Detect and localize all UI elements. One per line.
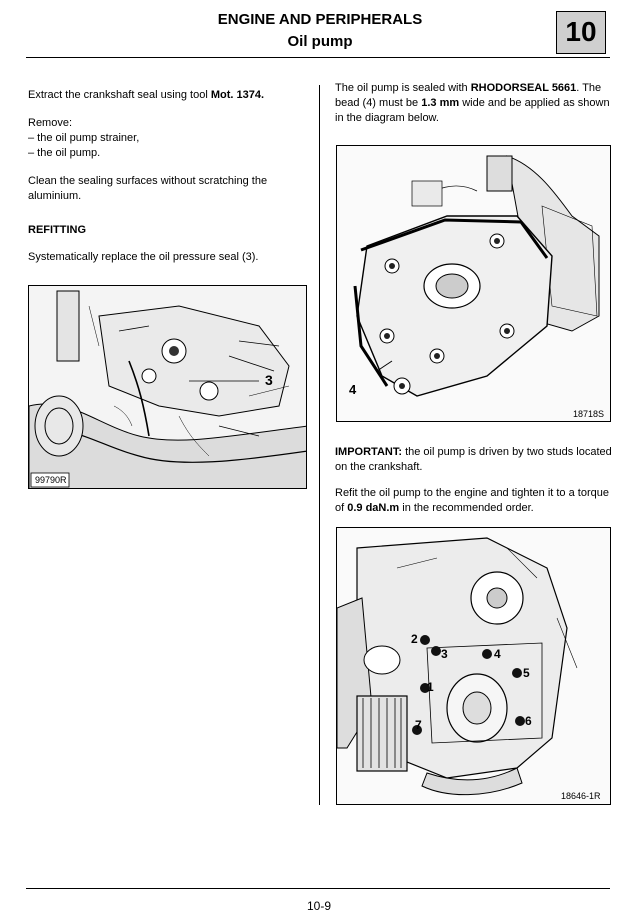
column-divider xyxy=(319,85,320,805)
bolt-number-label: 7 xyxy=(415,718,422,732)
refitting-heading: REFITTING xyxy=(28,224,87,236)
page-title: ENGINE AND PERIPHERALS xyxy=(217,11,423,28)
remove-item: – the oil pump. xyxy=(28,147,101,159)
clean-instruction: Clean the sealing surfaces without scrat… xyxy=(28,175,268,202)
sealant-paragraph: The oil pump is sealed with RHODORSEAL 5… xyxy=(335,82,610,124)
bolt-number-label: 4 xyxy=(494,647,501,661)
engine-illustration xyxy=(29,286,306,488)
section-subtitle: Oil pump xyxy=(287,33,353,50)
bolt-number-label: 5 xyxy=(523,666,530,680)
chapter-number-badge: 10 xyxy=(556,11,606,54)
callout-label: 3 xyxy=(265,372,273,388)
figure-reference: 18718S xyxy=(573,409,605,419)
oil-pump-bead-figure: 4 18718S xyxy=(336,145,611,422)
extract-instruction: Extract the crankshaft seal using tool M… xyxy=(28,89,265,101)
crankshaft-seal-figure: 99790R 3 xyxy=(28,285,307,489)
important-note: IMPORTANT: the oil pump is driven by two… xyxy=(335,446,612,473)
bolt-number-label: 6 xyxy=(525,714,532,728)
engine-block-illustration xyxy=(337,528,610,804)
sealant-product: RHODORSEAL 5661 xyxy=(470,82,577,94)
footer-rule xyxy=(26,888,610,889)
header-rule xyxy=(26,57,610,58)
left-column: Extract the crankshaft seal using tool M… xyxy=(28,88,298,265)
torque-value: 0.9 daN.m xyxy=(347,502,400,514)
refit-instruction: Refit the oil pump to the engine and tig… xyxy=(335,487,609,514)
bolt-number-label: 3 xyxy=(441,647,448,661)
remove-item: – the oil pump strainer, xyxy=(28,132,140,144)
refitting-instruction: Systematically replace the oil pressure … xyxy=(28,251,259,263)
tool-reference: Mot. 1374. xyxy=(210,89,265,101)
page-number: 10-9 xyxy=(306,899,332,913)
bolt-number-label: 1 xyxy=(427,680,434,694)
oil-pump-illustration xyxy=(337,146,610,421)
remove-heading: Remove: xyxy=(28,117,73,129)
important-label: IMPORTANT: xyxy=(335,446,403,458)
bead-width: 1.3 mm xyxy=(421,97,460,109)
bead-callout: 4 xyxy=(349,382,357,397)
tightening-order-figure: 1 2 3 4 5 6 7 18646-1R xyxy=(336,527,611,805)
figure-reference: 99790R xyxy=(35,475,67,485)
bolt-number-label: 2 xyxy=(411,632,418,646)
figure-reference: 18646-1R xyxy=(561,791,601,801)
